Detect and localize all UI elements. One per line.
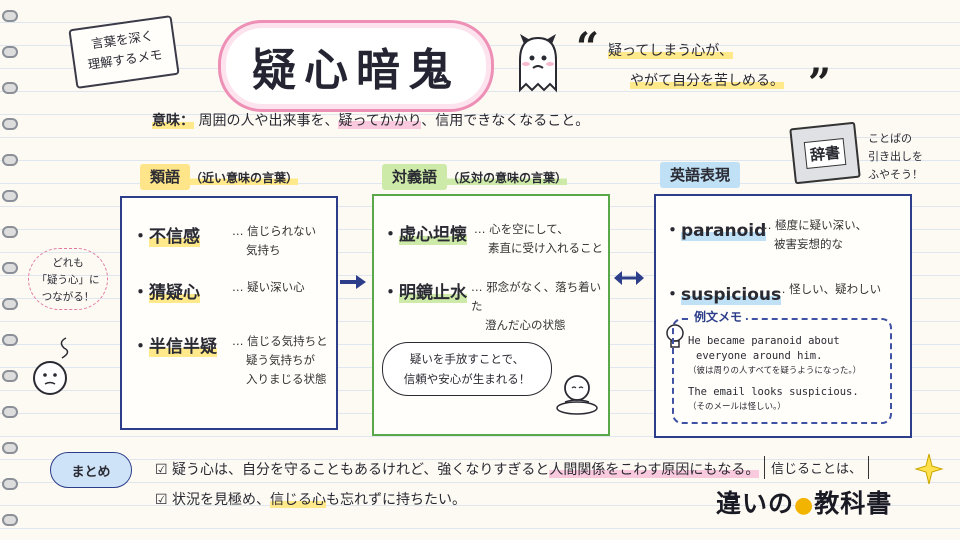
english-item: ・paranoid … 極度に疑い深い、被害妄想的な xyxy=(664,218,868,251)
synonyms-label-row: 類語（近い意味の言葉） xyxy=(140,164,299,190)
english-label-row: 英語表現 xyxy=(660,162,741,188)
synonym-item: ・猜疑心 … 疑い深い心 xyxy=(132,280,305,303)
antonym-item: ・虚心坦懐 … 心を空にして、素直に受け入れること xyxy=(382,222,603,255)
summary-box: ☑ 疑う心は、自分を守ることもあるけれど、強くなりすぎると人間関係をこわす原因に… xyxy=(155,455,760,521)
check-icon: ☑ xyxy=(155,462,168,478)
synonyms-box: ・不信感 … 信じられない気持ち ・猜疑心 … 疑い深い心 ・半信半疑 … 信じ… xyxy=(120,196,338,430)
antonyms-bubble: 疑いを手放すことで、信頼や安心が生まれる！ xyxy=(382,342,552,396)
lightbulb-icon xyxy=(666,324,684,348)
summary-line2: ☑ 状況を見極め、信じる心も忘れずに持ちたい。 xyxy=(155,492,467,508)
synonym-item: ・不信感 … 信じられない気持ち xyxy=(132,224,317,257)
summary-label: まとめ xyxy=(50,452,132,488)
double-arrow-icon xyxy=(614,271,644,285)
page-title: 疑心暗鬼 xyxy=(252,45,460,96)
meaning-label: 意味： xyxy=(152,113,194,129)
quote-open: “ xyxy=(576,24,600,71)
example-memo-box: 例文メモ He became paranoid about everyone a… xyxy=(672,308,892,424)
antonyms-label-row: 対義語（反対の意味の言葉） xyxy=(382,164,568,190)
english-label: 英語表現 xyxy=(660,162,741,188)
corner-note: 信じることは、 xyxy=(764,456,870,479)
synonym-item: ・半信半疑 … 信じる気持ちと疑う気持ちが入りまじる状態 xyxy=(132,334,328,386)
synonyms-sublabel: （近い意味の言葉） xyxy=(190,171,299,185)
example-sentences: He became paranoid about everyone around… xyxy=(688,335,862,412)
synonyms-label: 類語 xyxy=(140,164,191,190)
antonyms-label: 対義語 xyxy=(382,164,448,190)
title-cloud: 疑心暗鬼 xyxy=(218,20,494,112)
antonym-item: ・明鏡止水 … 邪念がなく、落ち着いた澄んだ心の状態 xyxy=(382,280,602,332)
check-icon: ☑ xyxy=(155,492,168,508)
dictionary-book-icon: 辞書 xyxy=(789,121,861,185)
english-item: ・suspicious … 怪しい、疑わしい xyxy=(664,282,882,305)
quote-close: ” xyxy=(808,60,832,107)
quote-line1: 疑ってしまう心が、 xyxy=(608,43,734,59)
antonyms-sublabel: （反対の意味の言葉） xyxy=(447,171,568,185)
ghost-icon xyxy=(519,34,557,93)
example-memo-label: 例文メモ xyxy=(690,308,747,325)
summary-line1: ☑ 疑う心は、自分を守ることもあるけれど、強くなりすぎると人間関係をこわす原因に… xyxy=(155,462,760,478)
arrow-right-icon xyxy=(340,275,366,289)
quote-text: 疑ってしまう心が、 やがて自分を苦しめる。 xyxy=(608,36,784,96)
worried-face-icon xyxy=(33,337,69,395)
meaning-row: 意味： 周囲の人や出来事を、疑ってかかり、信用できなくなること。 xyxy=(152,113,590,129)
side-note: どれも「疑う心」につながる！ xyxy=(28,248,108,310)
antonyms-box: ・虚心坦懐 … 心を空にして、素直に受け入れること ・明鏡止水 … 邪念がなく、… xyxy=(372,194,610,436)
sparkle-icon xyxy=(914,453,944,485)
dictionary-label: 辞書 xyxy=(803,137,847,169)
dictionary-note: ことばの引き出しをふやそう！ xyxy=(868,132,923,181)
calm-person-in-water-icon xyxy=(556,375,598,415)
lightbulb-logo-icon: ● xyxy=(794,493,815,518)
quote-line2: やがて自分を苦しめる。 xyxy=(630,73,784,89)
spiral-binding xyxy=(0,0,18,540)
site-logo: 違いの●教科書 xyxy=(716,489,893,518)
